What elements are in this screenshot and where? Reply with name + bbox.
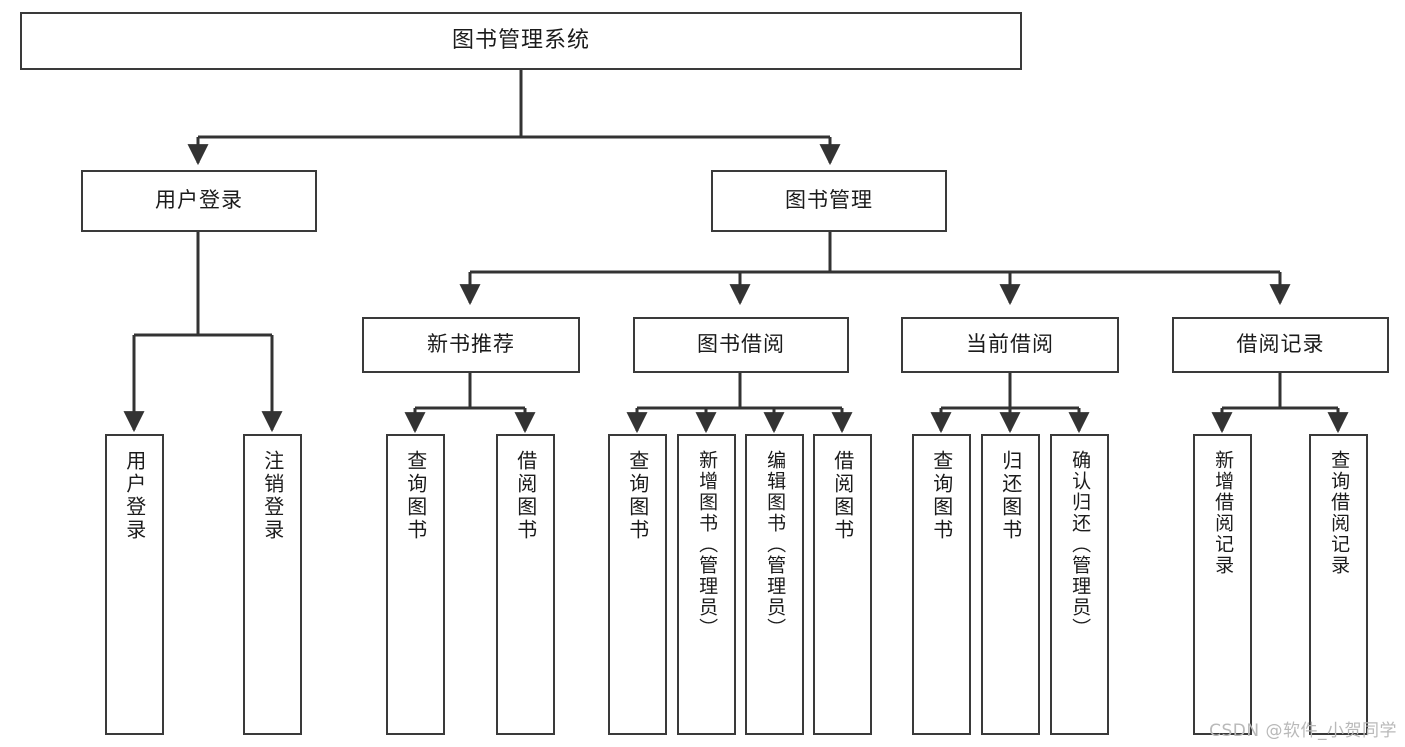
node-label: 图书借阅 xyxy=(697,332,785,357)
leaf-record-add-record[interactable]: 新增借阅记录 xyxy=(1193,434,1252,735)
leaf-current-return-book[interactable]: 归还图书 xyxy=(981,434,1040,735)
leaf-borrow-query-book[interactable]: 查询图书 xyxy=(608,434,667,735)
node-label: 用户登录 xyxy=(155,188,243,213)
leaf-label: 查询图书 xyxy=(403,450,428,542)
leaf-label: 借阅图书 xyxy=(513,450,538,542)
leaf-user-login-login[interactable]: 用户登录 xyxy=(105,434,164,735)
leaf-new-book-borrow[interactable]: 借阅图书 xyxy=(496,434,555,735)
leaf-borrow-add-book-admin[interactable]: 新增图书（管理员） xyxy=(677,434,736,735)
node-root-system[interactable]: 图书管理系统 xyxy=(20,12,1022,70)
leaf-record-query-record[interactable]: 查询借阅记录 xyxy=(1309,434,1368,735)
leaf-new-book-query[interactable]: 查询图书 xyxy=(386,434,445,735)
node-user-login[interactable]: 用户登录 xyxy=(81,170,317,232)
node-current-borrow[interactable]: 当前借阅 xyxy=(901,317,1119,373)
node-label: 借阅记录 xyxy=(1236,332,1325,357)
leaf-borrow-edit-book-admin[interactable]: 编辑图书（管理员） xyxy=(745,434,804,735)
node-book-borrow[interactable]: 图书借阅 xyxy=(633,317,849,373)
leaf-label: 查询图书 xyxy=(929,450,954,542)
leaf-user-login-logout[interactable]: 注销登录 xyxy=(243,434,302,735)
leaf-label: 注销登录 xyxy=(260,450,285,542)
leaf-current-query-book[interactable]: 查询图书 xyxy=(912,434,971,735)
leaf-label: 查询图书 xyxy=(625,450,650,542)
node-new-book-recommend[interactable]: 新书推荐 xyxy=(362,317,580,373)
node-label: 图书管理系统 xyxy=(451,27,590,53)
leaf-label: 查询借阅记录 xyxy=(1328,450,1351,576)
leaf-label: 编辑图书（管理员） xyxy=(764,450,787,639)
node-label: 当前借阅 xyxy=(966,332,1054,357)
leaf-label: 新增图书（管理员） xyxy=(696,450,719,639)
node-borrow-record[interactable]: 借阅记录 xyxy=(1172,317,1389,373)
leaf-label: 用户登录 xyxy=(122,450,147,542)
node-book-management[interactable]: 图书管理 xyxy=(711,170,947,232)
leaf-current-confirm-return-admin[interactable]: 确认归还（管理员） xyxy=(1050,434,1109,735)
leaf-label: 新增借阅记录 xyxy=(1212,450,1235,576)
node-label: 新书推荐 xyxy=(427,332,515,357)
leaf-label: 确认归还（管理员） xyxy=(1069,450,1092,639)
leaf-borrow-borrow-book[interactable]: 借阅图书 xyxy=(813,434,872,735)
node-label: 图书管理 xyxy=(785,188,873,213)
csdn-watermark: CSDN @软件_小贺同学 xyxy=(1209,721,1397,741)
leaf-label: 归还图书 xyxy=(998,450,1023,542)
leaf-label: 借阅图书 xyxy=(830,450,855,542)
